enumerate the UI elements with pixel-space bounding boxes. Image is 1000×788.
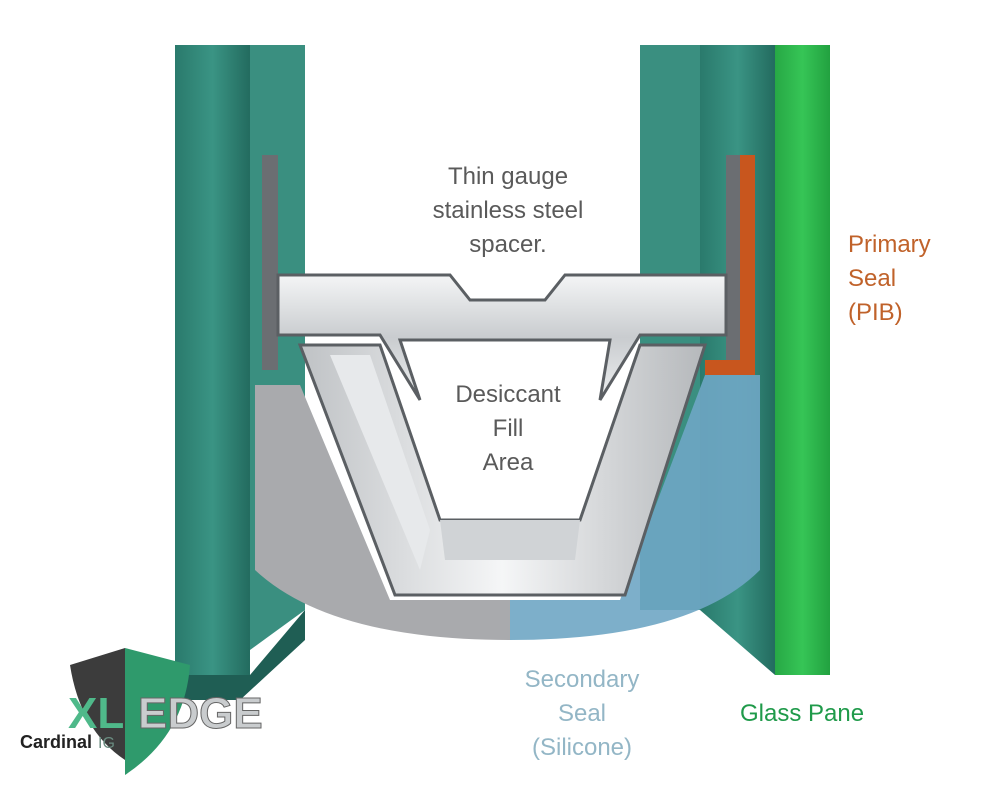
primary-seal-label: Primary Seal (PIB) [848,231,931,326]
svg-text:XL: XL [68,689,124,738]
svg-text:EDGE: EDGE [138,689,263,738]
svg-text:IG: IG [98,735,115,752]
secondary-seal-gray [255,385,510,640]
svg-text:Cardinal: Cardinal [20,732,92,752]
stainless-steel-spacer [262,155,740,597]
glass-pane-green-edge [775,45,830,675]
primary-seal-pib [740,155,755,370]
spacer-label: Thin gauge stainless steel spacer. [432,163,584,258]
left-glass-pane [175,45,305,700]
desiccant-fill-label: Desiccant Fill Area [455,381,561,476]
secondary-seal-label: Secondary Seal (Silicone) [524,666,640,761]
glass-pane-label: Glass Pane [740,700,865,727]
cardinal-xl-edge-logo: XL EDGE Cardinal IG [20,648,263,775]
secondary-seal-silicone [510,375,760,640]
